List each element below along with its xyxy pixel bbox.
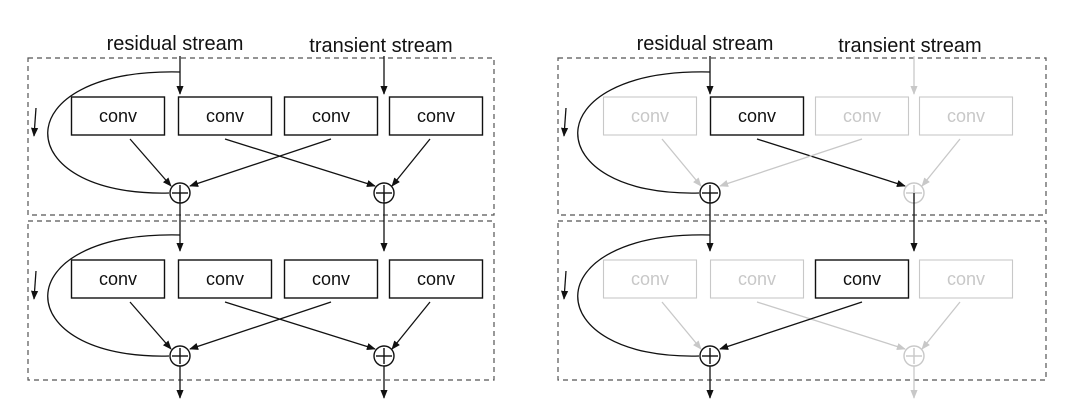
block-frame (557, 220, 1047, 381)
conv-box (70, 96, 166, 136)
conv-label: conv (206, 106, 244, 126)
conv1-to-plus1-arrow (129, 138, 172, 187)
conv4-to-plus2-arrow (921, 301, 961, 350)
conv4-to-plus2-arrow (391, 301, 431, 350)
conv2-to-plus2-arrow (224, 138, 376, 188)
conv-label: conv (947, 106, 985, 126)
block-2: conv conv conv conv (27, 193, 495, 399)
conv-box (283, 96, 379, 136)
conv-label: conv (843, 106, 881, 126)
conv-box (814, 96, 910, 136)
conv-label: conv (631, 269, 669, 289)
block-frame (557, 57, 1047, 216)
conv-label: conv (99, 269, 137, 289)
conv-label: conv (843, 269, 881, 289)
skip-connection-curve (47, 71, 181, 194)
residual-stream-label: residual stream (637, 33, 774, 55)
block-frame (27, 220, 495, 381)
block-1: conv conv conv conv (557, 56, 1047, 216)
conv-label: conv (99, 106, 137, 126)
conv3-to-plus1-arrow (719, 301, 863, 350)
conv-box (388, 259, 484, 299)
conv-box (814, 259, 910, 299)
skip-curve-arrowhead (30, 270, 39, 300)
conv4-to-plus2-arrow (921, 138, 961, 187)
conv-box (918, 259, 1014, 299)
conv-label: conv (417, 106, 455, 126)
skip-curve-arrowhead (560, 270, 569, 300)
conv-label: conv (206, 269, 244, 289)
conv2-to-plus2-arrow (756, 301, 906, 350)
conv-box (283, 259, 379, 299)
conv-label: conv (738, 269, 776, 289)
conv-box (602, 96, 698, 136)
conv-box (602, 259, 698, 299)
skip-connection-curve (577, 71, 711, 194)
transient-stream-label: transient stream (838, 35, 981, 57)
conv-box (177, 259, 273, 299)
conv3-to-plus1-arrow (189, 301, 332, 350)
block-1: conv conv conv conv (27, 56, 495, 216)
conv-box (70, 259, 166, 299)
conv3-to-plus1-arrow (189, 138, 332, 187)
conv-label: conv (312, 269, 350, 289)
conv-label: conv (631, 106, 669, 126)
conv-box (918, 96, 1014, 136)
skip-curve-arrowhead (560, 107, 569, 137)
block-frame (27, 57, 495, 216)
conv1-to-plus1-arrow (661, 301, 702, 350)
conv2-to-plus2-arrow (224, 301, 376, 351)
conv4-to-plus2-arrow (391, 138, 431, 187)
conv1-to-plus1-arrow (129, 301, 172, 350)
block-2: conv conv conv conv (557, 193, 1047, 399)
conv-label: conv (417, 269, 455, 289)
conv-box (388, 96, 484, 136)
conv-label: conv (947, 269, 985, 289)
conv-label: conv (312, 106, 350, 126)
residual-stream-label: residual stream (107, 33, 244, 55)
conv-box (709, 259, 805, 299)
transient-stream-label: transient stream (309, 35, 452, 57)
skip-connection-curve (577, 234, 711, 357)
conv-box (177, 96, 273, 136)
skip-connection-curve (47, 234, 181, 357)
conv-label: conv (738, 106, 776, 126)
skip-curve-arrowhead (30, 107, 39, 137)
conv-box (709, 96, 805, 136)
conv2-to-plus2-arrow (756, 138, 906, 187)
conv3-to-plus1-arrow (719, 138, 863, 187)
conv1-to-plus1-arrow (661, 138, 702, 187)
